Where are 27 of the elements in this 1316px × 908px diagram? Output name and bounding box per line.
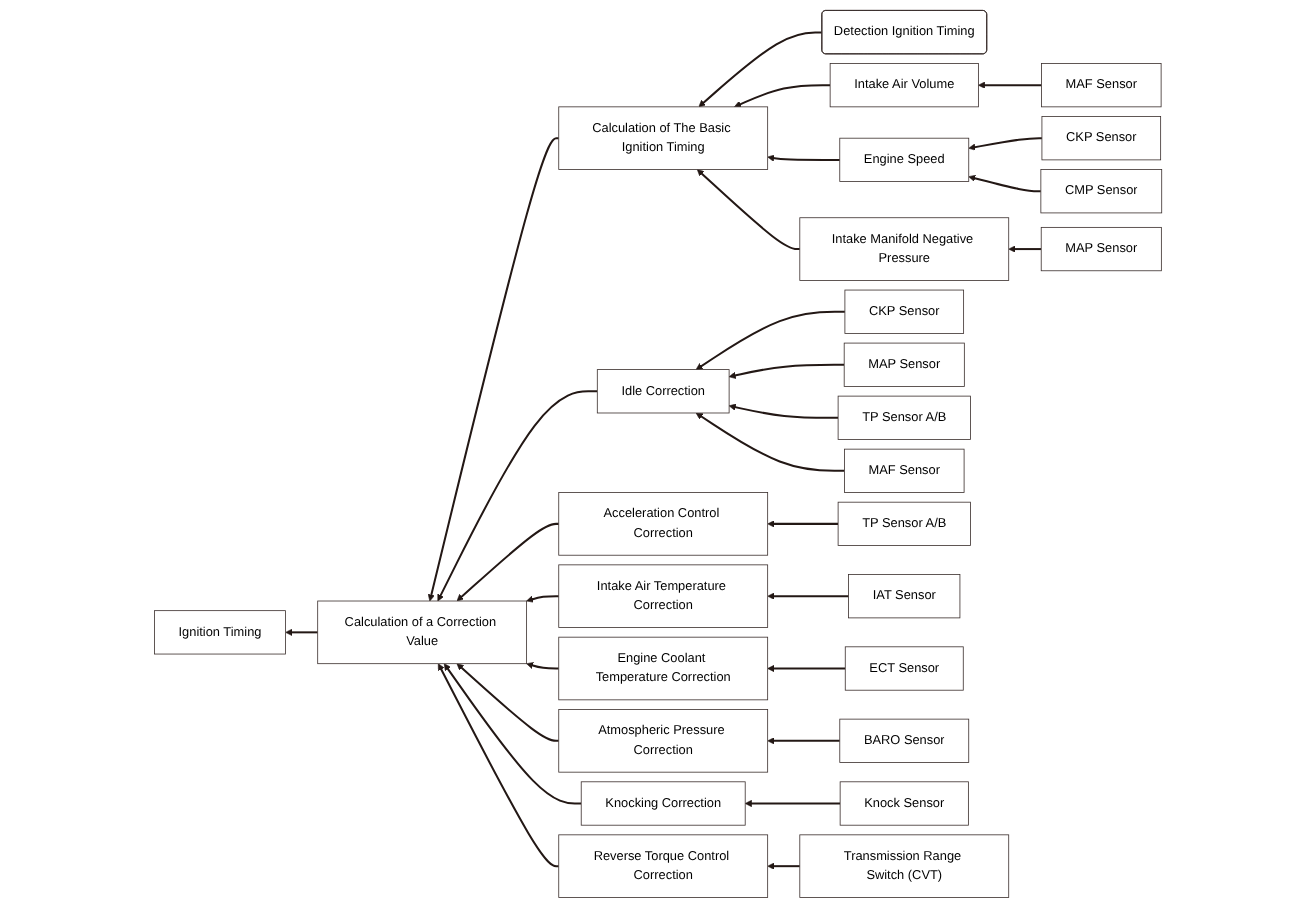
arrow [767, 665, 846, 673]
arrow [437, 390, 598, 602]
arrow [695, 310, 845, 370]
arrow [285, 628, 318, 636]
arrow [437, 663, 559, 868]
arrow [767, 592, 849, 600]
arrow [526, 595, 559, 603]
arrow [695, 412, 845, 472]
arrow [698, 31, 823, 108]
arrow [456, 522, 559, 602]
arrow [728, 403, 838, 419]
arrow [728, 363, 845, 379]
arrow [456, 663, 559, 742]
arrow [696, 169, 800, 251]
arrow [767, 737, 840, 745]
arrow [734, 84, 831, 108]
arrow [526, 662, 559, 670]
arrow [427, 137, 559, 602]
arrow [1008, 245, 1042, 253]
arrow [978, 81, 1042, 89]
arrow [744, 800, 841, 808]
arrow [968, 137, 1042, 151]
arrow [767, 154, 840, 162]
arrow [767, 862, 800, 870]
arrow [767, 520, 838, 528]
arrow [968, 174, 1041, 193]
arrow [443, 663, 582, 805]
